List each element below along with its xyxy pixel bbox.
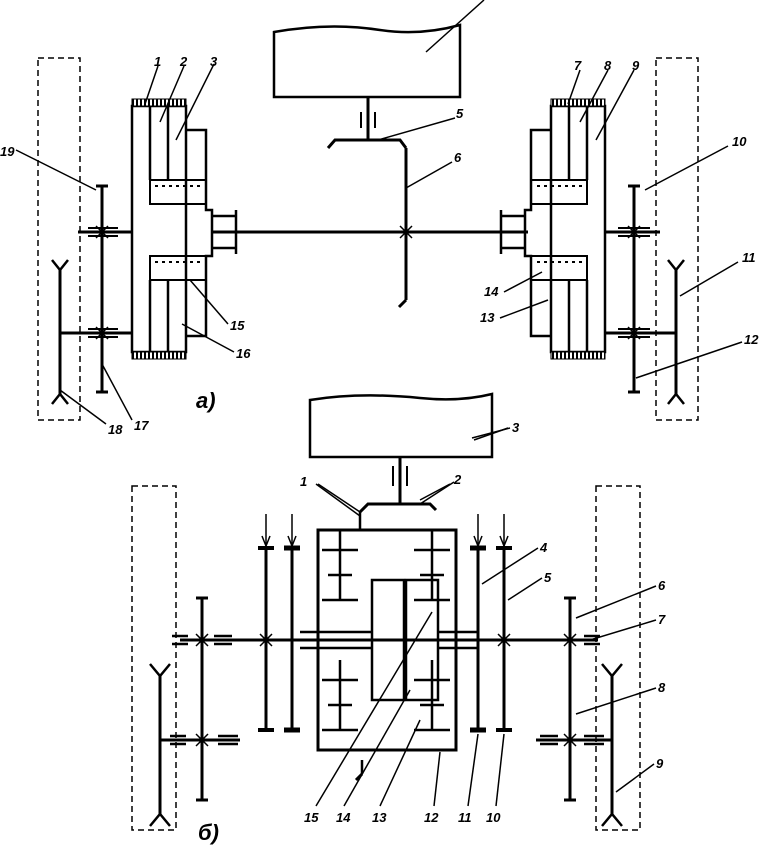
label-a1: 1 <box>154 54 161 69</box>
label-a19: 19 <box>0 144 15 159</box>
label-b8: 8 <box>658 680 666 695</box>
label-b5: 5 <box>544 570 552 585</box>
label-a9: 9 <box>632 58 640 73</box>
engine-block-a <box>272 23 462 99</box>
label-b10: 10 <box>486 810 501 825</box>
label-a17: 17 <box>134 418 149 433</box>
label-a10: 10 <box>732 134 747 149</box>
caption-a: а) <box>196 388 216 413</box>
label-a14: 14 <box>484 284 499 299</box>
label-b7: 7 <box>658 612 666 627</box>
label-a7: 7 <box>574 58 582 73</box>
label-a13: 13 <box>480 310 495 325</box>
label-b11: 11 <box>458 810 472 825</box>
label-b15: 15 <box>304 810 319 825</box>
label-a6: 6 <box>454 150 462 165</box>
label-b6: 6 <box>658 578 666 593</box>
label-a12: 12 <box>744 332 759 347</box>
caption-b: б) <box>198 820 219 845</box>
label-a8: 8 <box>604 58 612 73</box>
bevel-gear-b1 <box>358 502 438 514</box>
left-brake-housing-a <box>130 104 188 354</box>
bevel-gear-a5 <box>326 138 408 149</box>
right-brake-housing-a <box>549 104 607 354</box>
labels-a: 1 2 3 5 6 7 8 9 10 11 12 13 14 15 16 17 … <box>0 54 759 437</box>
label-a18: 18 <box>108 422 123 437</box>
label-a15: 15 <box>230 318 245 333</box>
label-b2: 2 <box>453 472 462 487</box>
label-a16: 16 <box>236 346 251 361</box>
label-b4: 4 <box>539 540 548 555</box>
diagram-b <box>131 392 657 831</box>
label-a11: 11 <box>742 250 756 265</box>
label-a2: 2 <box>179 54 188 69</box>
label-b12: 12 <box>424 810 439 825</box>
label-b13: 13 <box>372 810 387 825</box>
label-b3: 3 <box>512 420 520 435</box>
label-a3: 3 <box>210 54 218 69</box>
engine-block-b <box>308 392 494 459</box>
diagram-a <box>15 0 743 425</box>
label-b14: 14 <box>336 810 351 825</box>
labels-b: 1 2 3 4 5 6 7 8 9 10 11 12 13 14 15 б) <box>198 420 666 845</box>
label-b1: 1 <box>300 474 307 489</box>
label-b9: 9 <box>656 756 664 771</box>
label-a5: 5 <box>456 106 464 121</box>
